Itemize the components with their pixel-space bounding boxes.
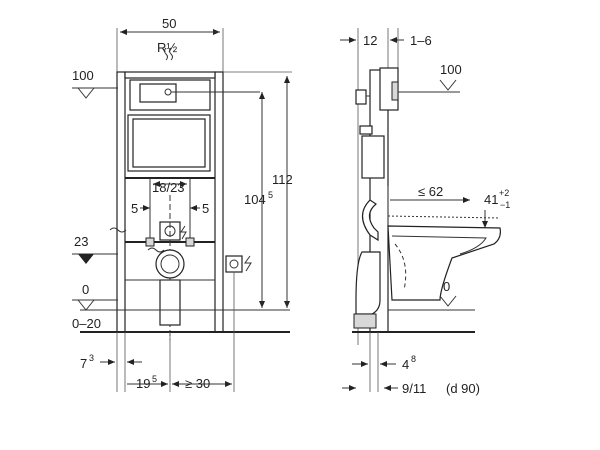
level-marker-mid bbox=[78, 254, 94, 264]
bottom-left-label: 7 bbox=[80, 356, 87, 371]
height-label: 41 bbox=[484, 192, 498, 207]
thread-label: R½ bbox=[157, 40, 177, 55]
frame-width-label: 50 bbox=[162, 16, 176, 31]
level-floor-label: 0 bbox=[82, 282, 89, 297]
spacing-label: 18/23 bbox=[152, 180, 185, 195]
bottom-b-label: 9/11 bbox=[402, 381, 426, 396]
height-sup: +2 bbox=[499, 188, 509, 198]
side-level-top-label: 100 bbox=[440, 62, 462, 77]
level-marker-floor bbox=[77, 299, 95, 311]
drain-elbow bbox=[355, 251, 381, 315]
side-level-floor-label: 0 bbox=[443, 279, 450, 294]
water-symbol-left bbox=[109, 227, 127, 233]
drain-pipe bbox=[155, 249, 185, 279]
cistern-body-side bbox=[361, 135, 385, 179]
frame-right-post bbox=[214, 71, 224, 333]
height-inner-sup: 5 bbox=[268, 190, 273, 200]
floor-range-label: 0–20 bbox=[72, 316, 101, 331]
front-view: 50 R½ 18/23 5 5 bbox=[72, 16, 293, 392]
height-inner-label: 104 bbox=[244, 192, 266, 207]
side-view: 12 1–6 100 ≤ 62 41 +2 −1 0 bbox=[340, 28, 510, 396]
flush-valve-box bbox=[139, 83, 177, 103]
bottom-mid-sup: 5 bbox=[152, 374, 157, 384]
reach-label: ≤ 62 bbox=[418, 184, 443, 199]
offset-right-label: 5 bbox=[202, 201, 209, 216]
electrical-socket bbox=[225, 255, 243, 273]
bottom-right-label: ≥ 30 bbox=[185, 376, 210, 391]
height-sub: −1 bbox=[500, 200, 510, 210]
bottom-mid-label: 19 bbox=[136, 376, 150, 391]
side-level-marker-top bbox=[439, 79, 457, 91]
height-total-label: 112 bbox=[272, 172, 293, 187]
depth-top-label: 12 bbox=[363, 33, 377, 48]
bottom-a-label: 4 bbox=[402, 357, 409, 372]
offset-left-label: 5 bbox=[131, 201, 138, 216]
electric-icon bbox=[244, 255, 252, 272]
flush-pipe-curve bbox=[361, 199, 379, 242]
range-top-label: 1–6 bbox=[410, 33, 432, 48]
side-level-marker-floor bbox=[439, 295, 457, 307]
bottom-left-sup: 3 bbox=[89, 353, 94, 363]
level-marker-top bbox=[77, 87, 95, 99]
bottom-b-note: (d 90) bbox=[446, 381, 480, 396]
drain-outlet bbox=[353, 313, 377, 329]
level-top-label: 100 bbox=[72, 68, 94, 83]
toilet-bowl bbox=[387, 225, 501, 301]
bottom-a-sup: 8 bbox=[411, 354, 416, 364]
level-mid-label: 23 bbox=[74, 234, 88, 249]
frame-left-post bbox=[116, 71, 126, 333]
water-inlet-icon bbox=[164, 47, 173, 61]
drain-stub bbox=[159, 279, 181, 326]
frame-top-rail bbox=[124, 71, 216, 79]
